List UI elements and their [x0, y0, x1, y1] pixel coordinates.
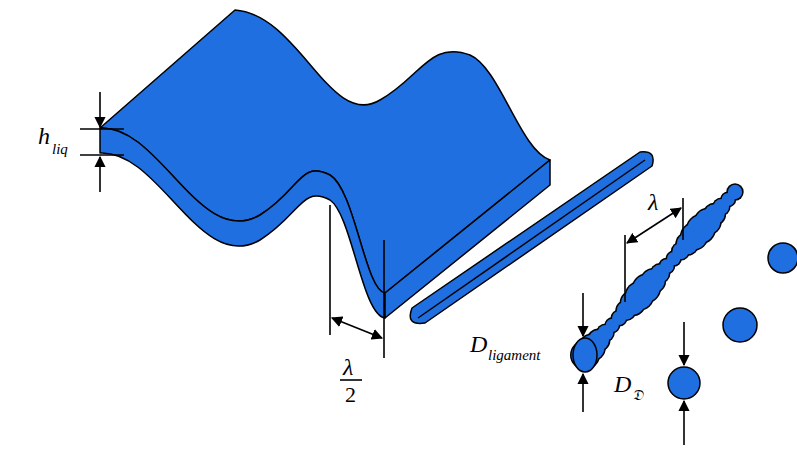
dimension-symbol: D	[470, 332, 487, 356]
dimension-lines	[80, 92, 684, 445]
dimension-number: 2	[345, 384, 356, 406]
dimension-subscript: 𝔇	[632, 388, 643, 403]
dimension-symbol: λ	[343, 355, 353, 379]
ligament	[570, 183, 744, 372]
dimension-symbol: D	[614, 372, 631, 396]
liquid-strip	[410, 152, 653, 324]
ligament-end	[573, 338, 597, 372]
ligament-body	[728, 185, 742, 199]
dimension-symbol: λ	[648, 190, 658, 214]
dimension-subscript: liq	[52, 142, 68, 157]
dimension-subscript: ligament	[488, 348, 541, 363]
dimension-symbol: h	[38, 124, 50, 148]
droplets	[668, 243, 797, 399]
